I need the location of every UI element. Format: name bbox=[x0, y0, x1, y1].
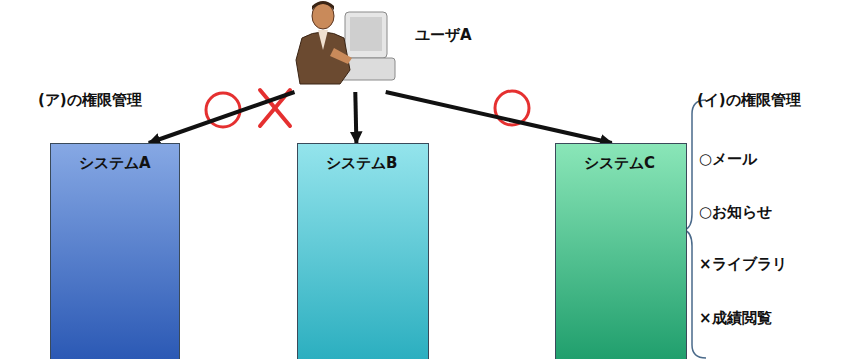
system-name: システムA bbox=[79, 154, 173, 173]
system-name: システムC bbox=[584, 154, 680, 173]
access-arrow bbox=[355, 92, 356, 143]
user-label: ユーザA bbox=[415, 26, 472, 45]
system-box: システムA bbox=[50, 143, 180, 359]
function-item: ○メール bbox=[699, 150, 757, 169]
access-arrow bbox=[149, 92, 295, 143]
system-name: システムB bbox=[326, 154, 422, 173]
function-item: ○お知らせ bbox=[699, 203, 772, 222]
function-item: ×ライブラリ bbox=[699, 255, 787, 274]
system-box: システムB bbox=[297, 143, 429, 359]
permission-heading: (イ)の権限管理 bbox=[697, 91, 801, 110]
user-illustration bbox=[296, 1, 395, 84]
system-box: システムC bbox=[555, 143, 687, 359]
permission-heading: (ア)の権限管理 bbox=[38, 91, 142, 110]
access-arrow bbox=[386, 92, 612, 143]
user-node: ユーザA bbox=[285, 0, 475, 92]
function-item: ×成績閲覧 bbox=[699, 309, 772, 328]
